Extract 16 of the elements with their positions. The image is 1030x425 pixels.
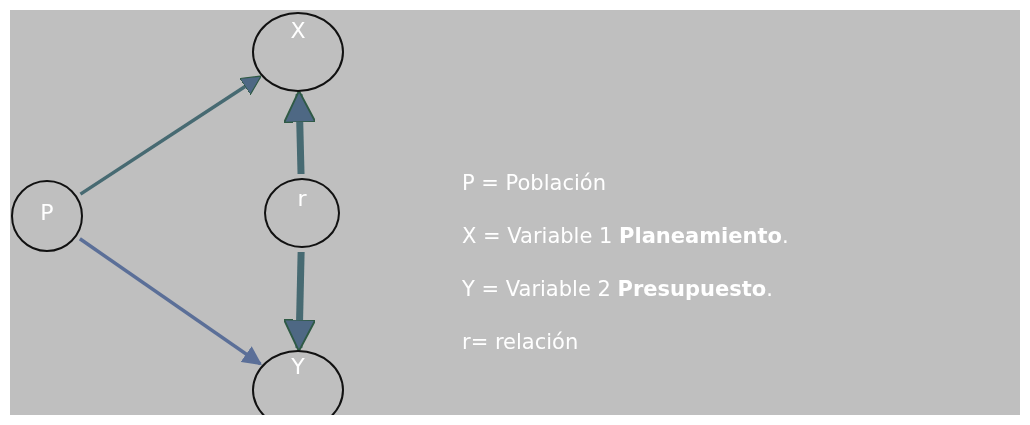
node-label: Y [291, 356, 305, 378]
node-label: X [290, 20, 306, 42]
definition-text: P = Población [462, 173, 606, 194]
definition-text: Y = Variable 2 Presupuesto. [462, 279, 773, 300]
ellipse-node [264, 178, 340, 248]
ellipse-node [252, 350, 344, 415]
ellipse-node [252, 12, 344, 92]
node-label: r [297, 188, 307, 210]
definition-text: X = Variable 1 Planeamiento. [462, 226, 789, 247]
arrow [78, 237, 262, 366]
arrow [283, 89, 317, 175]
ellipse-node [11, 180, 83, 252]
node-label: P [40, 202, 54, 224]
arrow [282, 251, 317, 353]
definition-text: r= relación [462, 332, 579, 353]
arrow [79, 75, 262, 196]
